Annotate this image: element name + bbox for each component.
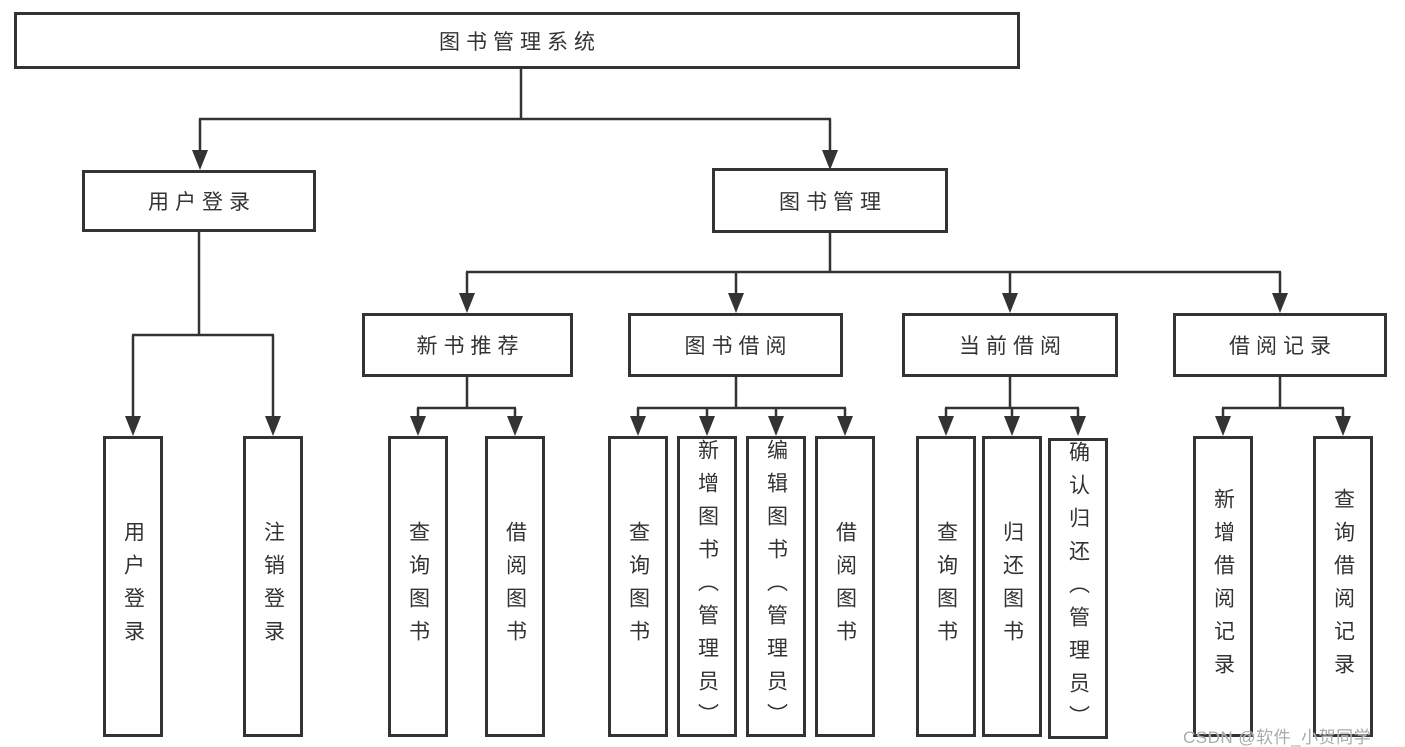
node-label: 图书借阅 — [684, 335, 793, 358]
node-label: 用户登录 — [148, 191, 256, 214]
leaf-borrow-books-2: 借阅图书 — [815, 436, 875, 737]
node-label: 新书推荐 — [416, 335, 525, 358]
csdn-watermark: CSDN @软件_小贺同学 — [1183, 728, 1372, 747]
leaf-add-borrow-record: 新增借阅记录 — [1193, 436, 1253, 737]
node-user-login: 用户登录 — [82, 170, 316, 232]
node-label: 注销登录 — [261, 520, 285, 653]
node-current-borrow: 当前借阅 — [902, 313, 1118, 377]
node-new-book-recommend: 新书推荐 — [362, 313, 573, 377]
node-label: 新增借阅记录 — [1211, 487, 1235, 686]
node-book-borrow: 图书借阅 — [628, 313, 843, 377]
leaf-user-login: 用户登录 — [103, 436, 163, 737]
node-label: 借阅图书 — [503, 520, 527, 653]
node-label: 图书管理 — [779, 190, 887, 214]
node-label: 图书管理系统 — [439, 30, 601, 54]
node-label: 查询借阅记录 — [1331, 487, 1355, 686]
leaf-logout: 注销登录 — [243, 436, 303, 737]
leaf-query-borrow-record: 查询借阅记录 — [1313, 436, 1373, 737]
leaf-add-books-admin: 新增图书（管理员） — [677, 436, 737, 737]
leaf-query-books-1: 查询图书 — [388, 436, 448, 737]
node-label: 新增图书（管理员） — [695, 439, 719, 736]
connector-edges — [131, 68, 1345, 417]
node-label: 查询图书 — [626, 520, 650, 653]
node-label: 查询图书 — [934, 520, 958, 653]
arrowhead-icons — [125, 150, 1351, 436]
node-label: 确认归还（管理员） — [1066, 441, 1090, 738]
node-book-management: 图书管理 — [712, 168, 948, 233]
leaf-return-books: 归还图书 — [982, 436, 1042, 737]
node-label: 归还图书 — [1000, 520, 1024, 653]
node-label: 借阅记录 — [1229, 335, 1337, 358]
node-library-management-system: 图书管理系统 — [14, 12, 1020, 69]
leaf-query-books-2: 查询图书 — [608, 436, 668, 737]
node-borrow-records: 借阅记录 — [1173, 313, 1387, 377]
node-label: 用户登录 — [121, 520, 145, 653]
node-label: 借阅图书 — [833, 520, 857, 653]
node-label: 编辑图书（管理员） — [764, 439, 788, 736]
leaf-borrow-books-1: 借阅图书 — [485, 436, 545, 737]
leaf-edit-books-admin: 编辑图书（管理员） — [746, 436, 806, 737]
leaf-confirm-return-admin: 确认归还（管理员） — [1048, 438, 1108, 739]
leaf-query-books-3: 查询图书 — [916, 436, 976, 737]
node-label: 查询图书 — [406, 520, 430, 653]
node-label: 当前借阅 — [959, 335, 1067, 358]
